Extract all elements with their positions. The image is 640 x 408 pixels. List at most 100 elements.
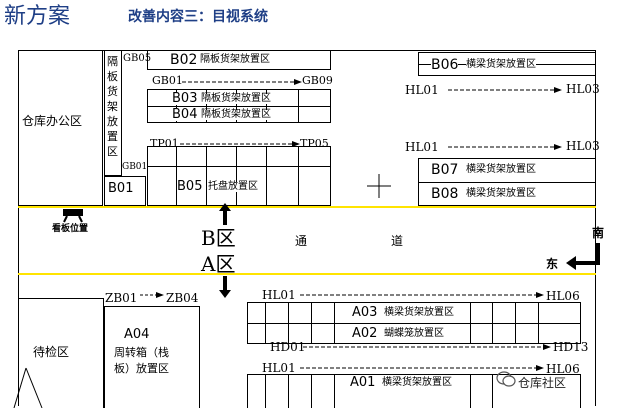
rack-a01-name: 横梁货架放置区: [382, 377, 452, 388]
a-col-8: [538, 302, 539, 344]
grid-col-3: [236, 89, 237, 123]
a-col-1: [265, 302, 266, 344]
label-hl03-b07: HL03: [566, 139, 600, 153]
a03-a02-divider: [247, 323, 581, 324]
rack-a01-code: A01: [350, 375, 376, 390]
label-gb05: GB05: [123, 53, 152, 64]
rack-b04-code: B04: [172, 107, 198, 122]
label-hl01-b07: HL01: [405, 140, 439, 154]
page-title: 新方案: [4, 4, 71, 29]
label-hl01-a03: HL01: [262, 288, 296, 302]
rack-a04-area: [104, 306, 200, 408]
arrow-hd01-hd13: [303, 344, 551, 350]
a01-col-6: [492, 374, 493, 408]
a01-col-3: [311, 374, 312, 408]
label-tp01: TP01: [150, 137, 179, 150]
aisle-a-label: A区: [201, 252, 236, 276]
label-zb01: ZB01: [105, 291, 138, 305]
grid-col-1: [176, 89, 177, 123]
label-hl01-b06: HL01: [405, 83, 439, 97]
label-hl03-b06: HL03: [566, 82, 600, 96]
board-location-label: 看板位置: [52, 224, 89, 234]
warehouse-office-area: [18, 50, 103, 206]
b05-col-3: [236, 146, 237, 206]
a01-col-1: [265, 374, 266, 408]
a01-col-2: [288, 374, 289, 408]
rack-b04-name: 隔板货架放置区: [201, 109, 271, 120]
inspection-area-label: 待检区: [33, 345, 70, 359]
rack-b05-grid: [147, 146, 331, 206]
rack-b01-code: B01: [108, 181, 134, 196]
label-hl06-a03: HL06: [546, 289, 580, 303]
a-col-3: [311, 302, 312, 344]
grid-col-5: [298, 89, 299, 123]
label-tp05: TP05: [300, 137, 329, 150]
arrow-gb01-gb09: [182, 79, 302, 85]
rack-b02-code: B02: [170, 52, 198, 68]
arrow-hl01-hl03-b06: [448, 87, 562, 93]
rack-b05-code: B05: [177, 179, 203, 194]
rack-b07-code: B07: [431, 162, 459, 178]
rack-a04-line1: 周转箱（栈: [114, 346, 169, 359]
rack-b08-code: B08: [431, 186, 459, 202]
board-icon: [63, 209, 83, 223]
rack-a04-line2: 板）放置区: [114, 362, 169, 375]
rack-b03-code: B03: [172, 91, 198, 106]
a-col-7: [515, 302, 516, 344]
label-gb01-side: GB01: [122, 162, 148, 172]
arrow-hl01-hl03-b07: [448, 144, 562, 150]
crosshair-icon: [367, 174, 391, 198]
aisle-line-top: [18, 206, 596, 208]
rack-b03-name: 隔板货架放置区: [201, 93, 271, 104]
a01-col-5: [470, 374, 471, 408]
b05-col-2: [206, 146, 207, 206]
rack-a03-name: 横梁货架放置区: [384, 307, 454, 318]
arrow-zb01-zb04: [140, 292, 164, 298]
arrow-hl01-hl06-a01: [300, 365, 544, 371]
label-gb01-top: GB01: [152, 74, 183, 87]
b05-col-4: [266, 146, 267, 206]
a-col-6: [492, 302, 493, 344]
a-col-2: [288, 302, 289, 344]
a-col-4: [334, 302, 335, 344]
compass-east: 东: [546, 257, 559, 271]
arrow-down-icon: [219, 276, 231, 298]
rack-b06-name: 横梁货架放置区: [466, 59, 536, 70]
arrow-hl01-hl06-a03: [300, 292, 544, 298]
label-hd01: HD01: [270, 340, 306, 354]
rack-a01-grid: [247, 374, 581, 408]
rack-b01-vertical-label: 隔板货架放置区: [107, 55, 118, 158]
rack-b01-box: [104, 176, 146, 206]
grid-col-4: [266, 89, 267, 123]
b05-row-line: [147, 166, 331, 167]
page-subtitle: 改善内容三：目视系统: [128, 9, 268, 25]
rack-a02-name: 蝴蝶笼放置区: [384, 328, 444, 339]
aisle-char-2: 道: [391, 234, 404, 248]
compass-south: 南: [592, 226, 605, 240]
rack-b06-code: B06: [431, 57, 459, 73]
rack-b05-name: 托盘放置区: [208, 181, 258, 192]
arrow-up-icon: [219, 203, 231, 225]
inspection-area: [18, 298, 104, 408]
rack-b01-strip: [104, 50, 122, 176]
corner-triangle: [13, 367, 43, 408]
rack-a04-code: A04: [124, 327, 150, 342]
b05-col-5: [298, 146, 299, 206]
wechat-icon: [496, 371, 516, 387]
rack-b02-name: 隔板货架放置区: [200, 54, 270, 65]
a01-col-4: [334, 374, 335, 408]
aisle-line-bottom: [18, 273, 596, 275]
compass-arrow-icon: [566, 243, 600, 270]
arrow-tp01-tp05: [180, 141, 300, 147]
rack-b08-name: 横梁货架放置区: [466, 188, 536, 199]
grid-col-2: [206, 89, 207, 123]
rack-b07-name: 横梁货架放置区: [466, 164, 536, 175]
b05-col-1: [176, 146, 177, 206]
rack-b02: [147, 50, 331, 70]
label-zb04: ZB04: [166, 291, 199, 305]
label-hd13: HD13: [553, 340, 589, 354]
label-hl01-a01: HL01: [262, 361, 296, 375]
label-hl06-a01: HL06: [546, 362, 580, 376]
a-col-5: [470, 302, 471, 344]
b07-b08-divider: [418, 182, 596, 183]
